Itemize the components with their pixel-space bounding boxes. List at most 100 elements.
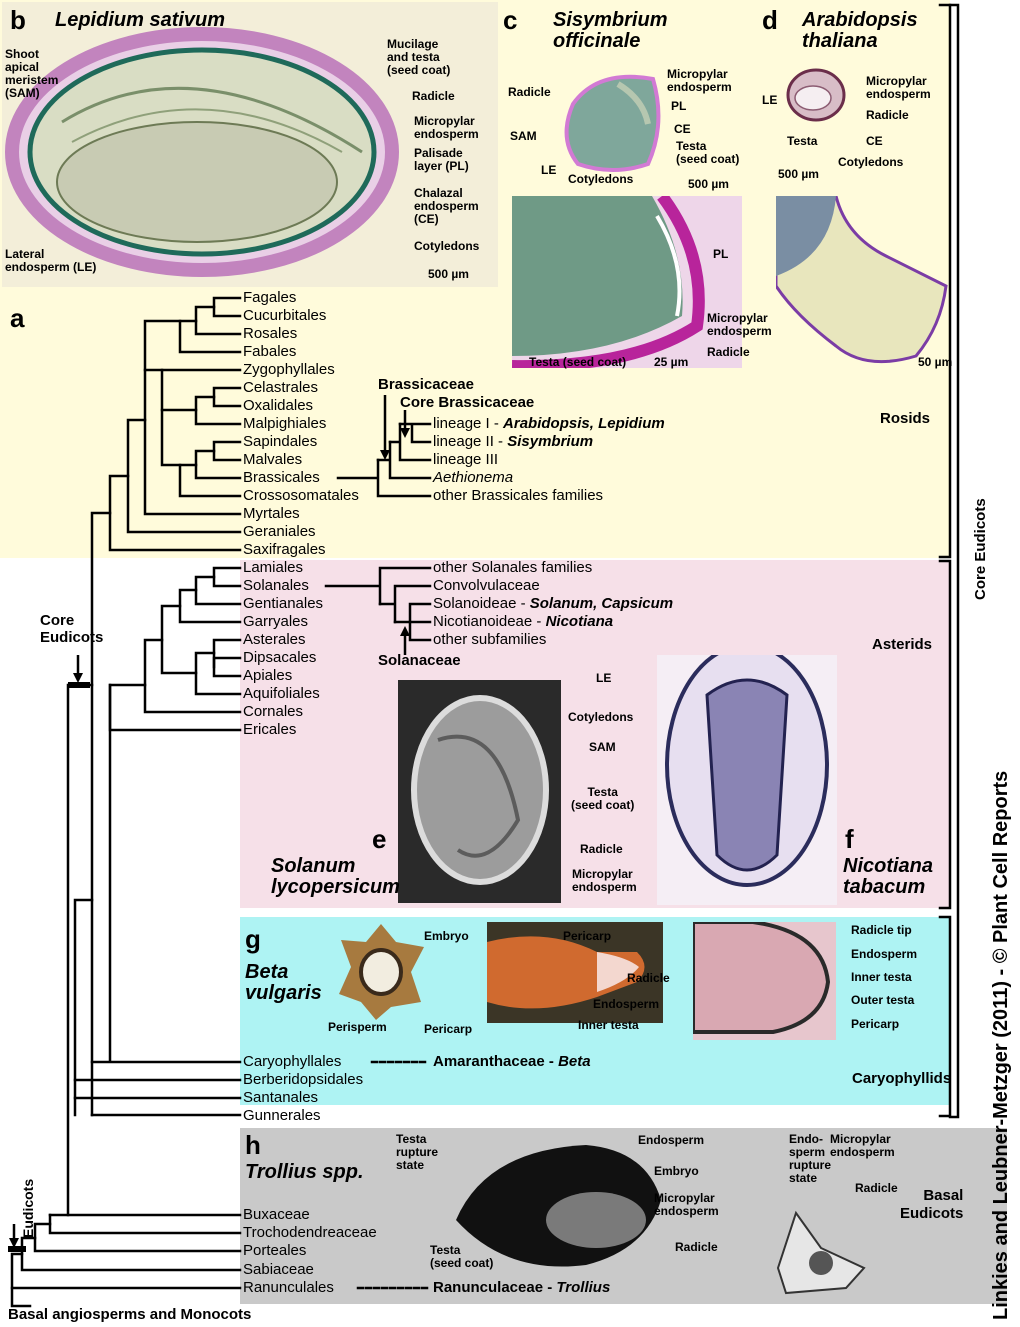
aethionema-label: Aethionema xyxy=(433,469,514,486)
lineage-3-name: lineage III xyxy=(433,451,499,468)
amaranthaceae-label: Amaranthaceae - Beta xyxy=(433,1053,591,1070)
nicotiana-species-title: Nicotiana tabacum xyxy=(843,855,934,898)
order-label: Gunnerales xyxy=(243,1107,321,1124)
order-label: Malvales xyxy=(243,451,303,468)
order-label: Ericales xyxy=(243,721,297,738)
ranunculaceae-sep: - xyxy=(543,1279,557,1296)
order-label: Oxalidales xyxy=(243,397,314,414)
d-label-micropylar-endosperm: Micropylar endosperm xyxy=(866,74,931,101)
c-detail-label-micropylar-endosperm: Micropylar endosperm xyxy=(707,311,772,338)
credit-line: Linkies and Leubner-Metzger (2011) - © P… xyxy=(990,770,1012,1320)
order-label: Santanales xyxy=(243,1089,319,1106)
beta-section-micrograph xyxy=(693,922,836,1040)
d-label-cotyledons: Cotyledons xyxy=(838,155,904,169)
order-label: Trochodendreaceae xyxy=(243,1224,377,1241)
order-label: Cornales xyxy=(243,703,304,720)
order-label: Garryales xyxy=(243,613,309,630)
order-label: Sabiaceae xyxy=(243,1261,314,1278)
ranunculaceae-genus: Trollius xyxy=(556,1279,611,1296)
basal-angiosperms-label: Basal angiosperms and Monocots xyxy=(8,1306,252,1323)
order-label: Aquifoliales xyxy=(243,685,320,702)
basal-eudicots-group-label: Basal Eudicots xyxy=(900,1187,964,1222)
g-right-label-endosperm: Endosperm xyxy=(851,947,918,961)
h-label-embryo: Embryo xyxy=(654,1164,699,1178)
trollius-species-title: Trollius spp. xyxy=(245,1161,364,1183)
c-label-le: LE xyxy=(541,163,557,177)
ranunculaceae-label: Ranunculaceae - Trollius xyxy=(433,1279,610,1296)
c-label-micropylar-endosperm: Micropylar endosperm xyxy=(667,67,732,94)
c-label-testa: Testa (seed coat) xyxy=(676,139,740,166)
lineage-1-genera: Arabidopsis, Lepidium xyxy=(503,415,665,432)
f-label-sam: SAM xyxy=(589,740,616,754)
arabidopsis-species-title: Arabidopsis thaliana xyxy=(802,9,918,52)
solanoideae-name: Solanoideae - xyxy=(433,595,530,612)
beta-seed-photo xyxy=(336,922,426,1022)
order-label: Fabales xyxy=(243,343,297,360)
ranunculaceae-family: Ranunculaceae xyxy=(433,1279,544,1296)
lepidium-species-title: Lepidium sativum xyxy=(55,9,226,31)
g-right-label-pericarp: Pericarp xyxy=(851,1017,900,1031)
c-label-cotyledons: Cotyledons xyxy=(568,172,634,186)
g-right-label-outer-testa: Outer testa xyxy=(851,993,915,1007)
d-label-radicle: Radicle xyxy=(866,108,909,122)
g-label-pericarp-1: Pericarp xyxy=(424,1022,473,1036)
lineage-3: lineage III xyxy=(433,451,498,468)
order-label: Malpighiales xyxy=(243,415,327,432)
core-eudicots-marker: Core Eudicots xyxy=(40,612,104,646)
b-label-lateral-endosperm: Lateral endosperm (LE) xyxy=(5,247,97,274)
panel-f-letter: f xyxy=(845,824,854,854)
g-label-endosperm: Endosperm xyxy=(593,997,660,1011)
core-eudicots-side-label: Core Eudicots xyxy=(972,498,989,600)
c-scale-label: 500 µm xyxy=(688,177,729,191)
d-label-le: LE xyxy=(762,93,778,107)
d-scale-label: 500 µm xyxy=(778,167,819,181)
amaranthaceae-sep: - xyxy=(544,1053,559,1070)
order-label: Crossosomatales xyxy=(243,487,359,504)
h-right-label-radicle: Radicle xyxy=(855,1181,898,1195)
order-label: Ranunculales xyxy=(243,1279,334,1296)
c-detail-label-pl: PL xyxy=(713,247,729,261)
order-label: Solanales xyxy=(243,577,309,594)
core-brassicaceae-label: Core Brassicaceae xyxy=(400,394,535,411)
order-label: Saxifragales xyxy=(243,541,326,558)
h-right-label-endosperm-rupture: Endo- sperm rupture state xyxy=(789,1132,831,1185)
b-label-palisade-layer: Palisade layer (PL) xyxy=(414,146,469,173)
panel-d-letter: d xyxy=(762,5,778,35)
h-label-micropylar-endosperm: Micropylar endosperm xyxy=(654,1191,719,1218)
c-label-radicle: Radicle xyxy=(508,85,551,99)
panel-h-letter: h xyxy=(245,1130,261,1160)
solanoideae-genera: Solanum, Capsicum xyxy=(529,595,674,612)
beta-germination-photo xyxy=(487,922,663,1023)
c-label-ce: CE xyxy=(674,122,691,136)
panel-c-letter: c xyxy=(503,5,518,35)
nicotiana-seed-micrograph xyxy=(657,655,837,905)
eudicots-marker: Eudicots xyxy=(20,1178,36,1238)
order-label: Sapindales xyxy=(243,433,318,450)
d-label-ce: CE xyxy=(866,134,883,148)
trollius-seed-micrograph xyxy=(446,1140,668,1277)
order-label: Apiales xyxy=(243,667,293,684)
b-label-cotyledons: Cotyledons xyxy=(414,239,480,253)
lepidium-seed-micrograph xyxy=(2,2,498,287)
panel-b-letter: b xyxy=(10,5,26,35)
solanales-entry-2: Convolvulaceae xyxy=(433,577,540,594)
h-label-testa-rupture-state: Testa rupture state xyxy=(396,1132,438,1172)
order-label: Berberidopsidales xyxy=(243,1071,364,1088)
panel-e-letter: e xyxy=(372,824,387,854)
g-label-radicle: Radicle xyxy=(627,971,670,985)
b-scale-label: 500 µm xyxy=(428,267,469,281)
lineage-2-genera: Sisymbrium xyxy=(507,433,594,450)
nicotianoideae-name: Nicotianoideae - xyxy=(433,613,546,630)
order-label: Geraniales xyxy=(243,523,316,540)
order-label: Porteales xyxy=(243,1242,307,1259)
solanales-entry-5: other subfamilies xyxy=(433,631,547,648)
h-label-endosperm: Endosperm xyxy=(638,1133,705,1147)
solanales-entry-1: other Solanales families xyxy=(433,559,593,576)
solanum-species-title: Solanum lycopersicum xyxy=(271,855,400,898)
h-label-radicle: Radicle xyxy=(675,1240,718,1254)
order-label: Lamiales xyxy=(243,559,304,576)
f-label-le: LE xyxy=(596,671,612,685)
asterids-group-label: Asterids xyxy=(872,636,933,653)
panel-a-letter: a xyxy=(10,303,25,333)
sisymbrium-species-title: Sisymbrium officinale xyxy=(553,9,668,52)
